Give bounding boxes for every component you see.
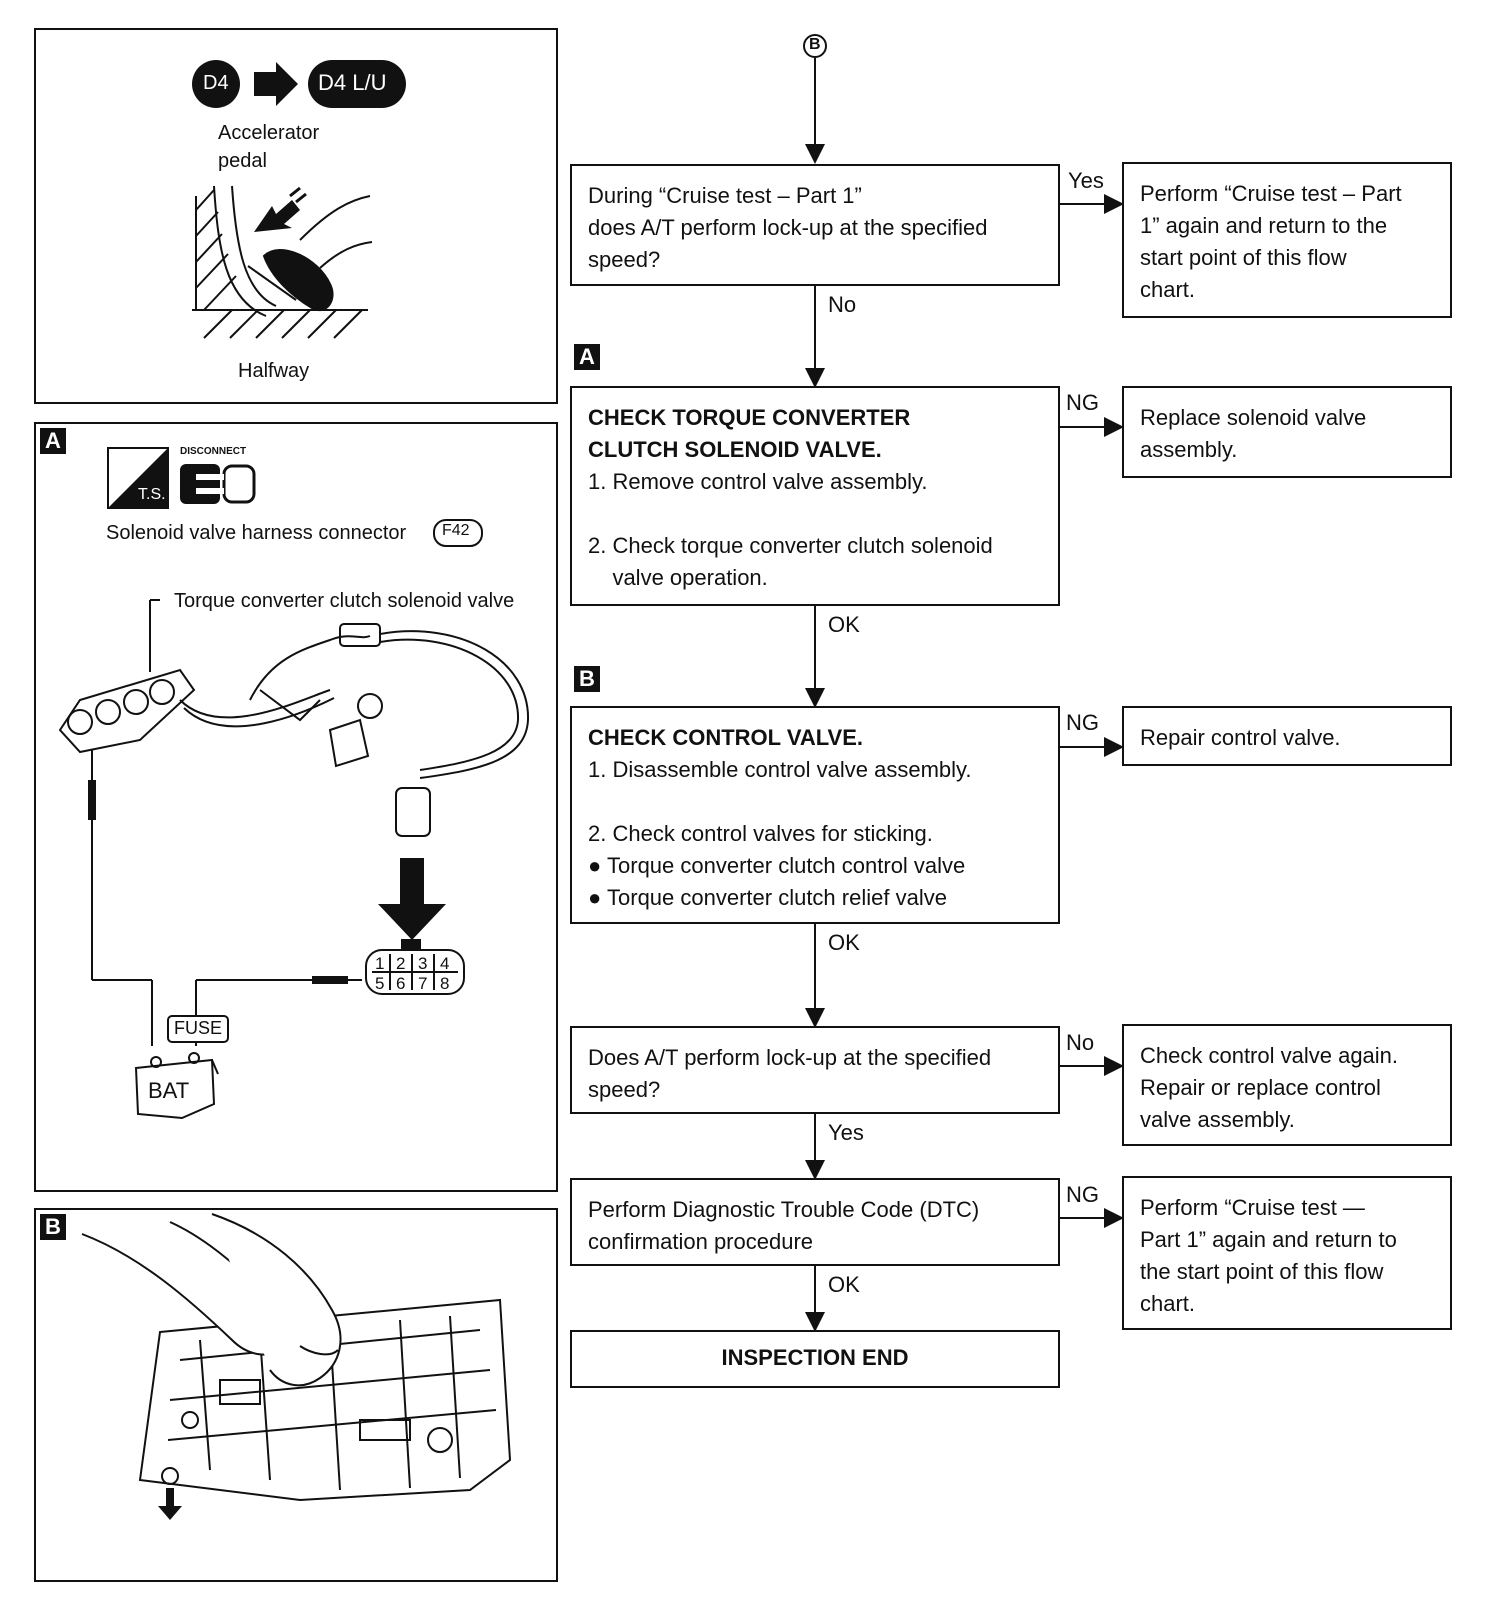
dtc-ng-label: NG [1066, 1182, 1099, 1207]
check-b-title: CHECK CONTROL VALVE. [588, 725, 864, 750]
pedal-label-2: pedal [218, 150, 267, 172]
dtc-line1: Perform Diagnostic Trouble Code (DTC) [588, 1197, 980, 1222]
check-b-ng-box: Repair control valve. [1122, 706, 1452, 766]
check-b-ng-label: NG [1066, 710, 1099, 735]
dtc-ng-line3: the start point of this flow [1140, 1259, 1384, 1284]
pin-5: 5 [375, 974, 385, 993]
dtc-ng-line2: Part 1” again and return to [1140, 1227, 1397, 1252]
check-a-step2a: 2. Check torque converter clutch solenoi… [588, 533, 993, 558]
accelerator-panel [34, 28, 558, 404]
ts-icon [107, 447, 169, 509]
pin-8: 8 [440, 974, 450, 993]
q1-yes-box: Perform “Cruise test – Part 1” again and… [1122, 162, 1452, 318]
q1-line1: During “Cruise test – Part 1” [588, 183, 862, 208]
q1-no-label: No [828, 292, 857, 317]
q2-no-box: Check control valve again. Repair or rep… [1122, 1024, 1452, 1146]
connector-caption: Solenoid valve harness connector [106, 522, 407, 544]
press-arrow-icon [254, 186, 307, 232]
dtc-ok-label: OK [828, 1272, 860, 1297]
check-a-ng-box: Replace solenoid valve assembly. [1122, 386, 1452, 478]
check-a-step1: 1. Remove control valve assembly. [588, 469, 928, 494]
check-b-ng-line1: Repair control valve. [1140, 725, 1341, 750]
q2-box: Does A/T perform lock-up at the specifie… [570, 1026, 1060, 1114]
battery-label: BAT [148, 1078, 190, 1103]
connector-letter: B [809, 36, 821, 53]
panel-a-tag: A [40, 428, 66, 454]
check-a-title1: CHECK TORQUE CONVERTER [588, 405, 911, 430]
check-b-bullet2: ● Torque converter clutch relief valve [588, 885, 947, 910]
down-arrow-icon [378, 858, 446, 940]
check-b-bullet1: ● Torque converter clutch control valve [588, 853, 966, 878]
pedal-illustration [192, 185, 373, 339]
valve-label: Torque converter clutch solenoid valve [174, 590, 515, 612]
check-b-box: CHECK CONTROL VALVE. 1. Disassemble cont… [570, 706, 1060, 924]
q2-line1: Does A/T perform lock-up at the specifie… [588, 1045, 992, 1070]
q2-no-line3: valve assembly. [1140, 1107, 1295, 1132]
dtc-ng-box: Perform “Cruise test — Part 1” again and… [1122, 1176, 1452, 1330]
dtc-line2: confirmation procedure [588, 1229, 814, 1254]
flow-tag-a: A [574, 344, 600, 370]
check-a-ok-label: OK [828, 612, 860, 637]
q1-line3: speed? [588, 247, 661, 272]
q1-yes-line1: Perform “Cruise test – Part [1140, 181, 1402, 206]
connector-code: F42 [442, 522, 470, 539]
inspection-end-box: INSPECTION END [570, 1330, 1060, 1388]
check-a-ng-line1: Replace solenoid valve [1140, 405, 1367, 430]
inspection-end-label: INSPECTION END [721, 1345, 909, 1370]
pin-3: 3 [418, 954, 428, 973]
q2-yes-label: Yes [828, 1120, 864, 1145]
disconnect-label: DISCONNECT [180, 446, 247, 457]
dtc-ng-line1: Perform “Cruise test — [1140, 1195, 1365, 1220]
pin-6: 6 [396, 974, 406, 993]
hand-illustration [81, 1213, 342, 1387]
ts-label: T.S. [138, 486, 166, 503]
check-b-step2: 2. Check control valves for sticking. [588, 821, 933, 846]
connector-circle [803, 34, 827, 58]
check-a-ng-label: NG [1066, 390, 1099, 415]
pin-1: 1 [375, 954, 385, 973]
q1-line2: does A/T perform lock-up at the specifie… [588, 215, 988, 240]
pin-4: 4 [440, 954, 450, 973]
fuse-box [167, 1015, 229, 1043]
check-a-title2: CLUTCH SOLENOID VALVE. [588, 437, 882, 462]
drain-arrow-icon [158, 1467, 182, 1520]
check-a-ng-line2: assembly. [1140, 437, 1238, 462]
dtc-ng-line4: chart. [1140, 1291, 1196, 1316]
check-a-box: CHECK TORQUE CONVERTER CLUTCH SOLENOID V… [570, 386, 1060, 606]
q2-no-line2: Repair or replace control [1140, 1075, 1381, 1100]
q1-yes-line3: start point of this flow [1140, 245, 1347, 270]
pin-7: 7 [418, 974, 428, 993]
solenoid-valve-illustration [58, 599, 530, 1046]
flow-tag-b: B [574, 666, 600, 692]
q1-yes-line2: 1” again and return to the [1140, 213, 1388, 238]
pin-2: 2 [396, 954, 406, 973]
check-b-ok-label: OK [828, 930, 860, 955]
pedal-label-1: Accelerator [218, 122, 320, 144]
check-a-step2b: valve operation. [588, 565, 768, 590]
gear-arrow-icon [192, 60, 406, 108]
solenoid-panel [34, 422, 558, 1192]
connector-code-badge [433, 519, 483, 547]
q2-no-line1: Check control valve again. [1140, 1043, 1399, 1068]
q2-no-label: No [1066, 1030, 1095, 1055]
q2-line2: speed? [588, 1077, 661, 1102]
halfway-caption: Halfway [238, 360, 310, 382]
q1-box: During “Cruise test – Part 1” does A/T p… [570, 164, 1060, 286]
gear-badge-right: D4 L/U [318, 70, 387, 95]
disconnect-icon [180, 464, 256, 504]
q1-yes-line4: chart. [1140, 277, 1196, 302]
dtc-box: Perform Diagnostic Trouble Code (DTC) co… [570, 1178, 1060, 1266]
battery-illustration [134, 1052, 219, 1120]
panel-b-tag: B [40, 1214, 66, 1240]
gear-badge-left: D4 [203, 72, 229, 94]
q1-yes-label: Yes [1068, 168, 1104, 193]
check-b-step1: 1. Disassemble control valve assembly. [588, 757, 972, 782]
harness-connector [365, 939, 465, 995]
fuse-label: FUSE [174, 1018, 223, 1038]
